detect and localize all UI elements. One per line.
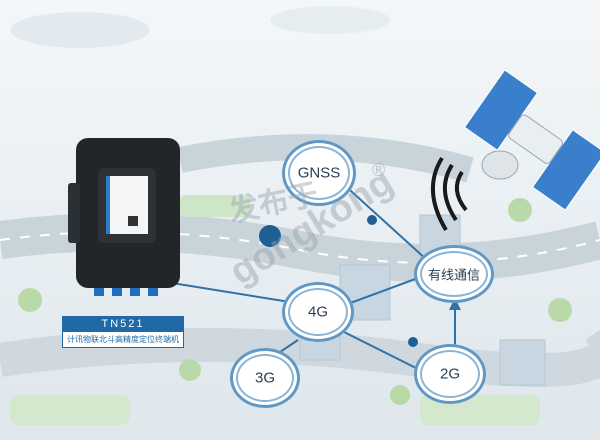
gnss-label: GNSS — [297, 164, 341, 182]
device-description: 计讯物联北斗高精度定位终端机 — [62, 331, 184, 348]
device-caption: TN521 计讯物联北斗高精度定位终端机 — [62, 316, 184, 348]
location-pin-icon — [259, 225, 281, 247]
3g-label: 3G — [254, 369, 275, 387]
2g-node: 2G — [414, 344, 486, 404]
4g-label: 4G — [307, 303, 328, 321]
4g-node: 4G — [282, 282, 354, 342]
wired-communication-label: 有线通信 — [427, 267, 480, 283]
tn521-device-image — [68, 138, 180, 296]
2g-label: 2G — [439, 365, 460, 383]
device-model: TN521 — [101, 318, 145, 330]
gnss-node: GNSS — [282, 140, 356, 206]
signal-waves-icon — [430, 156, 468, 232]
wired-communication-node: 有线通信 — [414, 245, 494, 303]
watermark-registered-mark: ® — [372, 160, 386, 180]
3g-node: 3G — [230, 348, 300, 408]
satellite-icon — [463, 69, 600, 211]
